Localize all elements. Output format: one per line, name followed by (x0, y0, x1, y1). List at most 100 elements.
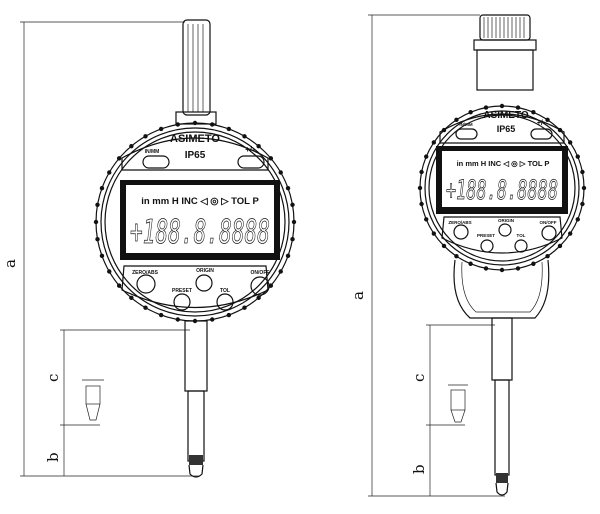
crown-cap (479, 14, 531, 41)
in-mm-button[interactable] (455, 128, 478, 140)
bezel-grip-bump (107, 269, 112, 274)
bezel-grip-bump (285, 185, 291, 191)
bezel-grip-bump (95, 202, 100, 208)
bezel-grip-bump (175, 317, 181, 322)
dimension-a-label: a (1, 259, 19, 268)
svg-text:PRESET: PRESET (172, 288, 192, 294)
bezel-grip-bump (242, 305, 247, 310)
bezel-grip-bump (268, 283, 274, 288)
bezel-grip-bump (431, 231, 437, 236)
dimension-c-label: c (44, 374, 62, 382)
bezel-grip-bump (291, 219, 297, 225)
zero-abs-button[interactable] (453, 224, 469, 240)
bezel-grip-bump (454, 253, 459, 259)
bezel-grip-bump (226, 126, 232, 132)
bezel-grip-bump (242, 134, 247, 139)
crown-knob (182, 19, 211, 116)
svg-text:TOL: TOL (517, 233, 526, 238)
bezel-grip-bump (99, 185, 105, 191)
origin-button[interactable] (498, 223, 512, 237)
lcd-digits: +188.8.8888 (130, 212, 270, 251)
ip-rating: IP65 (497, 124, 516, 134)
preset-button[interactable] (173, 293, 191, 311)
bezel-grip-bump (468, 261, 473, 266)
bezel-grip-bump (483, 105, 489, 110)
bezel-grip-bump (581, 185, 587, 191)
dimension-c-label: c (410, 374, 428, 382)
bezel-grip-bump (419, 201, 424, 207)
bezel-grip-bump (278, 269, 283, 274)
plus-minus-button[interactable] (237, 155, 265, 169)
bezel-grip-bump (424, 217, 429, 222)
lcd-digits: +188.8.8888 (446, 175, 558, 206)
brand-logo: ASIMETO (483, 110, 529, 121)
spindle (494, 379, 510, 476)
svg-text:ZERO/ABS: ZERO/ABS (448, 220, 471, 225)
svg-text:ORIGIN: ORIGIN (498, 218, 514, 223)
bezel-grip-bump (575, 217, 580, 222)
bezel-grip-bump (158, 312, 164, 318)
spindle (187, 390, 205, 462)
svg-text:PRESET: PRESET (477, 233, 495, 238)
bezel-grip-bump (531, 261, 536, 266)
dimension-a-label: a (349, 291, 367, 300)
svg-text:IN/MM: IN/MM (459, 122, 472, 127)
dimension-b-label: b (410, 464, 428, 474)
tol-button[interactable] (216, 293, 234, 311)
bezel-grip-bump (545, 253, 550, 259)
bezel-grip-bump (454, 117, 459, 123)
bezel-grip-bump (575, 154, 580, 159)
svg-text:ON/OFF: ON/OFF (540, 220, 557, 225)
ip-rating: IP65 (185, 150, 206, 161)
in-mm-button[interactable] (142, 155, 170, 169)
svg-text:ON/OFF: ON/OFF (251, 270, 270, 276)
bezel-grip-bump (419, 169, 424, 175)
preset-button[interactable] (480, 239, 494, 253)
svg-text:IN/MM: IN/MM (145, 149, 160, 155)
bezel-grip-bump (192, 120, 198, 126)
bezel-grip-bump (226, 312, 232, 318)
bezel-grip-bump (278, 170, 283, 175)
stem (491, 317, 513, 381)
bezel-grip-bump (499, 103, 505, 109)
svg-text:+/-: +/- (245, 145, 255, 154)
bezel-grip-bump (107, 170, 112, 175)
zero-abs-button[interactable] (136, 274, 156, 294)
plus-minus-button[interactable] (530, 128, 553, 140)
svg-text:+/-: +/- (537, 120, 546, 127)
bezel-grip-bump (290, 202, 295, 208)
on-off-button[interactable] (541, 225, 557, 241)
right-dimensions: a c b (349, 14, 505, 497)
dimension-b-label: b (44, 452, 62, 462)
svg-text:ZERO/ABS: ZERO/ABS (132, 270, 159, 276)
lcd-indicators: in mm H INC ◁ ◎ ▷ TOL P (141, 196, 259, 207)
bezel-grip-bump (545, 117, 550, 123)
bezel-grip-bump (515, 266, 521, 271)
stem (184, 320, 208, 392)
bezel-grip-bump (499, 267, 505, 273)
origin-button[interactable] (195, 274, 213, 292)
bezel-grip-bump (424, 154, 429, 159)
bezel-grip-bump (417, 185, 423, 191)
bezel-grip-bump (441, 243, 447, 249)
bezel-grip-bump (580, 169, 585, 175)
bezel-grip-bump (95, 236, 100, 242)
on-off-button[interactable] (250, 276, 270, 296)
bezel-grip-bump (93, 219, 99, 225)
bezel-grip-bump (580, 201, 585, 207)
bezel-grip-bump (567, 140, 573, 145)
bezel-grip-bump (175, 122, 181, 127)
bezel-grip-bump (515, 105, 521, 110)
bezel-grip-bump (116, 156, 122, 161)
right-gauge: ASIMETO IP65 IN/MM +/- in mm H INC ◁ ◎ ▷… (417, 14, 587, 496)
brand-logo: ASIMETO (170, 133, 220, 145)
crown-body (476, 49, 534, 91)
lcd-screen (442, 151, 562, 207)
tol-button[interactable] (514, 239, 528, 253)
bezel-grip-bump (143, 134, 148, 139)
lcd-indicators: in mm H INC ◁ ◎ ▷ TOL P (457, 159, 550, 168)
bezel-grip-bump (256, 295, 261, 301)
bezel-grip-bump (483, 266, 489, 271)
bezel-grip-bump (256, 143, 261, 149)
